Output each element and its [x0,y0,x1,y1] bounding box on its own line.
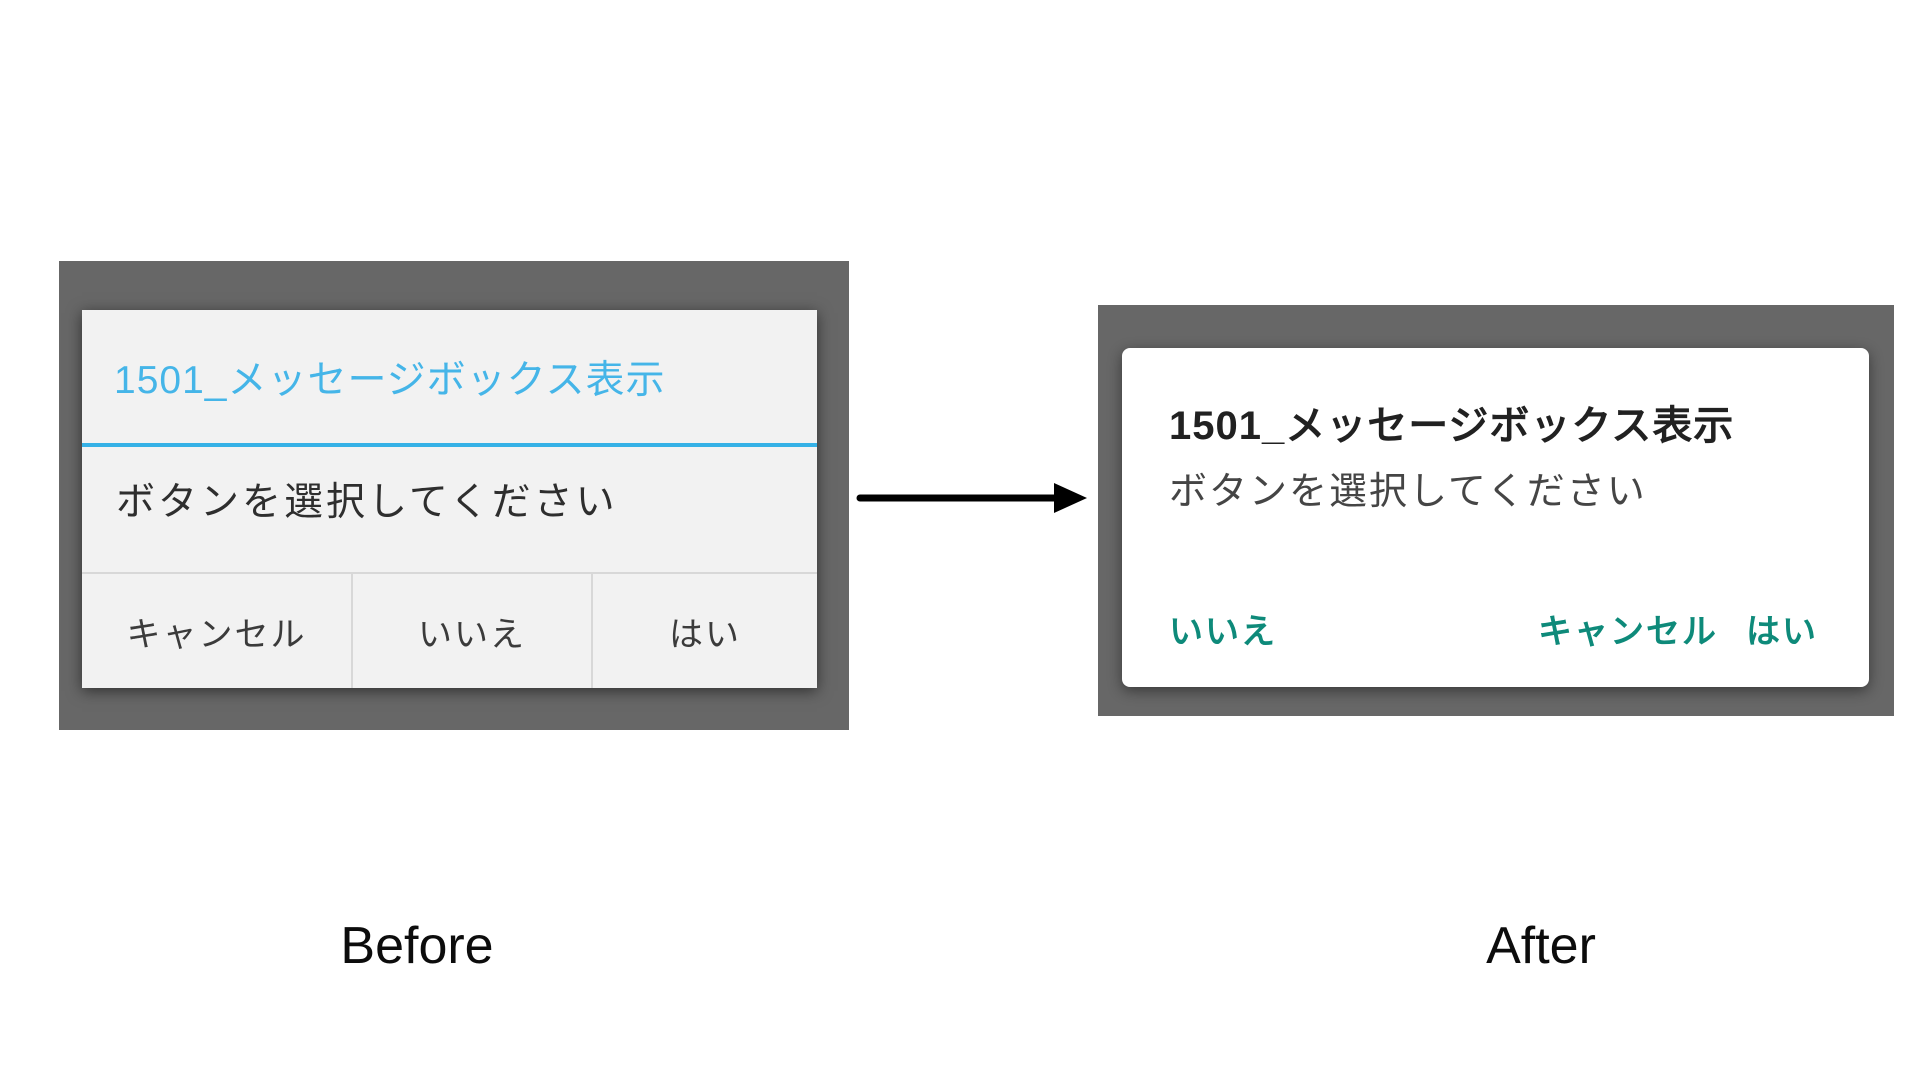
after-message-dialog: 1501_メッセージボックス表示 ボタンを選択してください いいえ キャンセル … [1122,348,1869,687]
no-button[interactable]: いいえ [351,574,591,688]
arrow-right-icon [856,483,1087,513]
dialog-message: ボタンを選択してください [116,481,618,524]
before-label: Before [340,917,494,975]
yes-button[interactable]: はい [591,574,817,688]
after-screenshot-panel: 1501_メッセージボックス表示 ボタンを選択してください いいえ キャンセル … [1098,305,1894,716]
cancel-button[interactable]: キャンセル [82,574,351,688]
dialog-title: 1501_メッセージボックス表示 [114,358,666,402]
before-message-dialog: 1501_メッセージボックス表示 ボタンを選択してください キャンセル いいえ … [82,310,817,688]
dialog-button-bar: キャンセル いいえ はい [82,572,817,688]
yes-button[interactable]: はい [1746,604,1818,653]
title-divider [82,443,817,447]
dialog-message: ボタンを選択してください [1169,471,1647,513]
no-button[interactable]: いいえ [1169,604,1277,653]
cancel-button[interactable]: キャンセル [1538,604,1718,653]
after-label: After [1486,917,1596,975]
before-screenshot-panel: 1501_メッセージボックス表示 ボタンを選択してください キャンセル いいえ … [59,261,849,730]
dialog-title: 1501_メッセージボックス表示 [1169,404,1735,448]
